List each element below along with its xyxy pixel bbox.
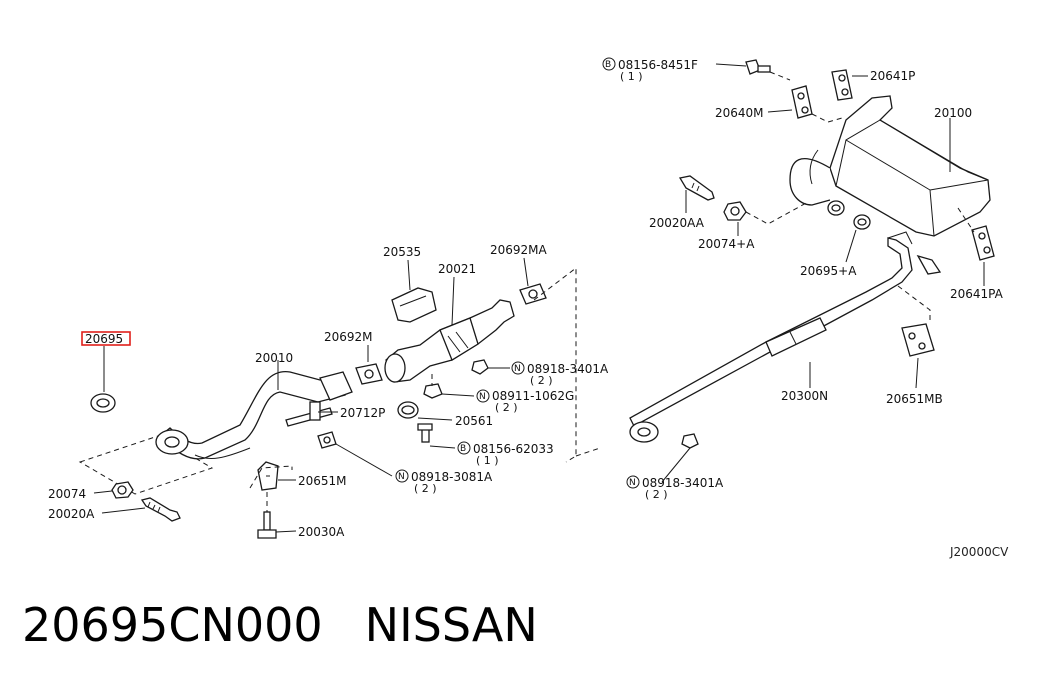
- front-pipe-20010[interactable]: [155, 371, 353, 460]
- qty-08918-3401A-a: ( 2 ): [530, 374, 553, 387]
- hanger-20651MB[interactable]: [901, 323, 935, 357]
- rear-pipe-20300N[interactable]: [629, 231, 942, 443]
- n-symbol: N: [511, 361, 525, 375]
- bracket-20712P[interactable]: [285, 401, 333, 427]
- stud-20020AA[interactable]: [678, 175, 715, 201]
- part-number: 20695CN000: [22, 598, 323, 652]
- label-20641PA[interactable]: 20641PA: [950, 287, 1004, 301]
- b-symbol: B: [457, 441, 471, 455]
- label-20535[interactable]: 20535: [383, 245, 421, 259]
- gasket-20692M[interactable]: [355, 363, 383, 385]
- bolt-08156-8451F[interactable]: [745, 59, 771, 75]
- highlight-box: [81, 331, 131, 346]
- qty-08918-3401A-b: ( 2 ): [645, 488, 668, 501]
- label-20692M[interactable]: 20692M: [324, 330, 373, 344]
- label-20692MA[interactable]: 20692MA: [490, 243, 548, 257]
- svg-text:N: N: [629, 478, 636, 488]
- nut-08911-1062G[interactable]: [423, 383, 443, 399]
- svg-text:N: N: [398, 472, 405, 482]
- label-20640M[interactable]: 20640M: [715, 106, 764, 120]
- label-20010[interactable]: 20010: [255, 351, 293, 365]
- nut-20074[interactable]: [111, 481, 134, 499]
- n-symbol: N: [395, 469, 409, 483]
- svg-text:B: B: [605, 60, 611, 70]
- qty-08156-8451F: ( 1 ): [620, 70, 643, 83]
- label-20100[interactable]: 20100: [934, 106, 972, 120]
- ring-20561[interactable]: [397, 401, 419, 419]
- gasket-20692MA[interactable]: [519, 283, 547, 305]
- hanger-20640M[interactable]: [791, 85, 813, 119]
- hanger-20641P[interactable]: [831, 69, 853, 101]
- label-08911-1062G[interactable]: 08911-1062G: [492, 389, 574, 403]
- bolt-20030A[interactable]: [257, 511, 277, 539]
- label-08156-62033[interactable]: 08156-62033: [473, 442, 554, 456]
- part-caption: 20695CN000 NISSAN: [22, 598, 538, 652]
- nut-08918-3401A-a[interactable]: [471, 359, 489, 375]
- stud-20020A[interactable]: [140, 497, 181, 522]
- label-20074A[interactable]: 20074+A: [698, 237, 755, 251]
- label-08918-3401A-b[interactable]: 08918-3401A: [642, 476, 724, 490]
- label-20300N[interactable]: 20300N: [781, 389, 828, 403]
- label-20651MB[interactable]: 20651MB: [886, 392, 943, 406]
- label-20020A[interactable]: 20020A: [48, 507, 95, 521]
- heat-shield-20535[interactable]: [391, 287, 437, 323]
- bolt-08156-62033[interactable]: [417, 423, 433, 443]
- brand-name: NISSAN: [364, 598, 538, 652]
- label-08156-8451F[interactable]: 08156-8451F: [618, 58, 698, 72]
- hanger-20641PA[interactable]: [971, 225, 995, 261]
- label-20030A[interactable]: 20030A: [298, 525, 345, 539]
- label-20020AA[interactable]: 20020AA: [649, 216, 705, 230]
- gasket-lower[interactable]: [317, 431, 337, 449]
- label-20641P[interactable]: 20641P: [870, 69, 915, 83]
- muffler-20100[interactable]: [789, 95, 991, 237]
- label-20695A[interactable]: 20695+A: [800, 264, 857, 278]
- gasket-20695A[interactable]: [853, 214, 871, 230]
- hanger-20651M[interactable]: [257, 461, 279, 491]
- label-20021[interactable]: 20021: [438, 262, 476, 276]
- n-symbol: N: [626, 475, 640, 489]
- label-20695[interactable]: 20695: [85, 332, 123, 346]
- label-20651M[interactable]: 20651M: [298, 474, 347, 488]
- label-20561[interactable]: 20561: [455, 414, 493, 428]
- b-symbol: B: [602, 57, 616, 71]
- svg-text:B: B: [460, 444, 466, 454]
- nut-08918-3401A-b[interactable]: [681, 433, 699, 449]
- label-08918-3401A-a[interactable]: 08918-3401A: [527, 362, 609, 376]
- catalyst-20021[interactable]: [384, 299, 515, 383]
- figure-code: J20000CV: [949, 545, 1009, 559]
- gasket-ring-20695[interactable]: [90, 393, 116, 413]
- label-20712P[interactable]: 20712P: [340, 406, 385, 420]
- n-symbol: N: [476, 389, 490, 403]
- qty-08918-3081A: ( 2 ): [414, 482, 437, 495]
- label-20074[interactable]: 20074: [48, 487, 86, 501]
- nut-20074A[interactable]: [723, 201, 747, 221]
- qty-08156-62033: ( 1 ): [476, 454, 499, 467]
- label-08918-3081A[interactable]: 08918-3081A: [411, 470, 493, 484]
- svg-text:N: N: [479, 392, 486, 402]
- qty-08911-1062G: ( 2 ): [495, 401, 518, 414]
- svg-text:N: N: [514, 364, 521, 374]
